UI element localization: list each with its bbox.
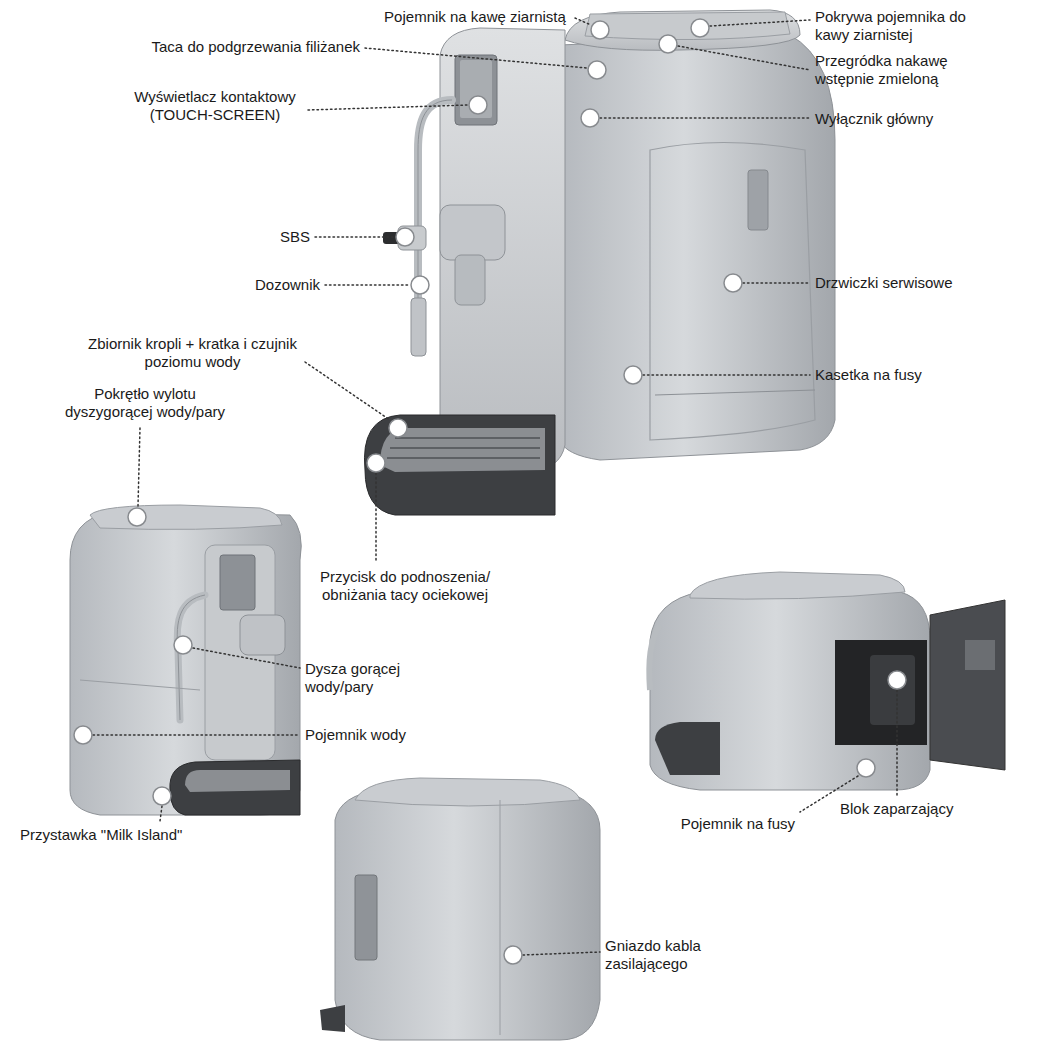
part-label: Przegródka nakawę wstępnie zmieloną [815,52,975,88]
part-label: Kasetka na fusy [815,366,1005,384]
part-label: Drzwiczki serwisowe [815,274,1005,292]
part-label: Pojemnik wody [305,726,455,744]
main-machine [364,10,835,515]
part-label: Wyłącznik główny [815,110,985,128]
part-label: Blok zaparzający [840,800,1000,818]
callout-markers [74,19,906,964]
open-machine [649,572,1005,790]
part-label: Zbiornik kropli + kratka i czujnik pozio… [85,335,300,371]
part-label: Dysza gorącej wody/pary [305,660,425,696]
leader-lines [93,18,897,955]
part-label: Pojemnik na fusy [630,815,795,833]
part-label: Gniazdo kabla zasilającego [605,937,725,973]
part-label: Dozownik [220,276,320,294]
back-machine [320,778,600,1040]
part-label: Wyświetlacz kontaktowy (TOUCH-SCREEN) [120,88,310,124]
part-label: Pokrętło wylotu dyszygorącej wody/pary [55,385,235,421]
part-label: Pojemnik na kawę ziarnistą [380,8,570,26]
part-label: Pokrywa pojemnika do kawy ziarnistej [815,8,990,44]
part-label: Taca do podgrzewania filiżanek [75,38,360,56]
side-machine [70,505,301,815]
part-label: Przystawka "Milk Island" [20,826,280,844]
part-label: Przycisk do podnoszenia/ obniżania tacy … [300,568,510,604]
part-label: SBS [250,228,310,246]
